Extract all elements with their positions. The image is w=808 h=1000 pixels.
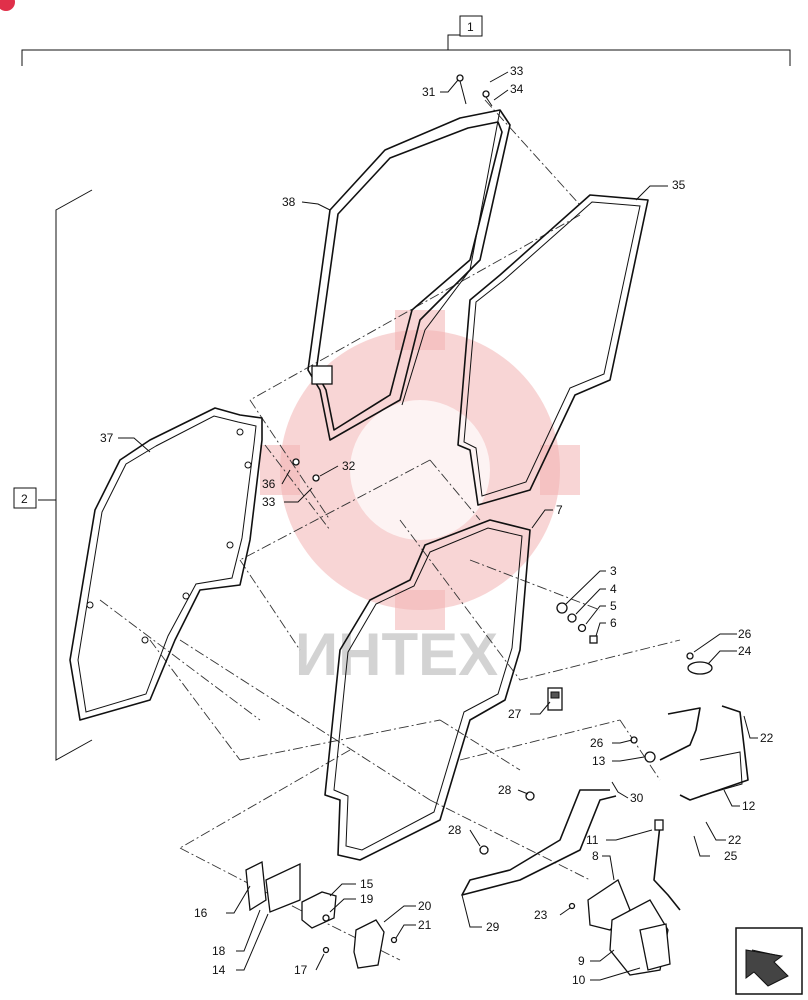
part-16-18-hinge-plate (245, 860, 301, 913)
part-7-glass-seal (324, 519, 531, 861)
callout-31: 31 (422, 85, 436, 99)
alignment-lines (99, 99, 681, 961)
callout-19: 19 (360, 892, 374, 906)
part-20-21-cover (353, 919, 398, 969)
callout-10: 10 (572, 973, 586, 987)
assembly-label-2: 2 (21, 492, 28, 506)
assembly-label-1: 1 (467, 20, 474, 34)
part-12-handle-bracket (630, 705, 749, 801)
part-35-seal (457, 194, 649, 506)
callout-4: 4 (610, 582, 617, 596)
callout-28-top: 28 (498, 783, 512, 797)
part-15-19-lock (301, 891, 337, 929)
callout-labels: 31 33 34 35 38 37 36 32 33 7 3 4 5 6 26 … (100, 64, 774, 987)
assembly-bracket-2: 2 (13, 189, 93, 761)
callout-7: 7 (556, 503, 563, 517)
callout-33-top: 33 (510, 64, 524, 78)
part-31-33-34-screws (456, 74, 493, 107)
callout-20: 20 (418, 899, 432, 913)
callout-22-bottom: 22 (728, 833, 742, 847)
part-27-clip (547, 687, 563, 711)
corner-marker (0, 0, 15, 11)
callout-13: 13 (592, 754, 606, 768)
callout-30: 30 (630, 791, 644, 805)
part-8-9-10-latch (587, 879, 671, 976)
callout-11: 11 (586, 833, 599, 847)
callout-23: 23 (534, 908, 548, 922)
part-3-6-hardware-stack (556, 602, 598, 644)
callout-32: 32 (342, 459, 356, 473)
callout-12: 12 (742, 799, 756, 813)
callout-28-bottom: 28 (448, 823, 462, 837)
part-32-36-fasteners (292, 458, 320, 482)
callout-3: 3 (610, 564, 617, 578)
callout-9: 9 (578, 954, 585, 968)
part-23-28-screws (479, 791, 576, 910)
callout-6: 6 (610, 616, 617, 630)
callout-22-top: 22 (760, 731, 774, 745)
callout-35: 35 (672, 178, 686, 192)
callout-27: 27 (508, 707, 522, 721)
callout-26-mid: 26 (590, 736, 604, 750)
callout-37: 37 (100, 431, 114, 445)
callout-17: 17 (294, 963, 308, 977)
callout-26-top: 26 (738, 627, 752, 641)
arrow-navigation-icon[interactable] (735, 927, 803, 995)
callout-33-mid: 33 (262, 495, 276, 509)
callout-21: 21 (418, 918, 432, 932)
part-38-door-frame (307, 109, 511, 441)
part-17-screw (322, 946, 330, 954)
callout-24: 24 (738, 644, 752, 658)
part-24-26-latch-pin (686, 652, 713, 675)
watermark-text: ИНТЕХ (295, 621, 498, 688)
callout-36: 36 (262, 477, 276, 491)
callout-14: 14 (212, 963, 226, 977)
callout-leaders (118, 71, 758, 981)
callout-16: 16 (194, 906, 208, 920)
callout-34: 34 (510, 82, 524, 96)
callout-8: 8 (592, 849, 599, 863)
callout-38: 38 (282, 195, 296, 209)
callout-25: 25 (724, 849, 738, 863)
part-11-rod (653, 819, 681, 911)
assembly-bracket-1: 1 (21, 15, 791, 66)
part-29-cable (461, 789, 617, 896)
callout-15: 15 (360, 877, 374, 891)
callout-29: 29 (486, 920, 500, 934)
callout-5: 5 (610, 599, 617, 613)
part-37-panel (69, 407, 263, 721)
callout-18: 18 (212, 944, 226, 958)
